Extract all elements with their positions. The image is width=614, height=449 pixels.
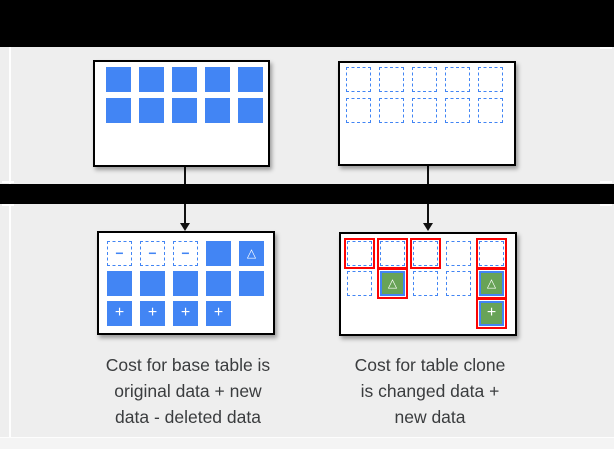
caption-base-table-cost: Cost for base table is original data + n… xyxy=(68,352,308,430)
table-clone-original-box xyxy=(338,61,516,166)
bottom-light-strip xyxy=(0,437,614,449)
arrow-head-left-icon xyxy=(180,223,190,231)
minus-icon: − xyxy=(148,244,157,261)
bottom-right-cell-dashed xyxy=(410,238,441,269)
edge-tick xyxy=(600,46,612,49)
bottom-left-cell-solid-plus: + xyxy=(206,301,231,326)
top-right-cell-dashed xyxy=(412,98,437,123)
bottom-left-cell-solid-plus: + xyxy=(140,301,165,326)
bottom-right-cell-green-plus: + xyxy=(476,298,507,329)
middle-black-bar xyxy=(0,184,614,204)
top-left-cell-solid xyxy=(205,98,230,123)
base-table-original-box xyxy=(93,60,270,167)
minus-icon: − xyxy=(181,244,190,261)
top-left-cell-solid xyxy=(238,67,263,92)
top-left-cell-solid xyxy=(172,67,197,92)
bottom-left-cell-solid-plus: + xyxy=(173,301,198,326)
bottom-left-cell-dashed-minus: − xyxy=(107,241,132,266)
top-left-cell-solid xyxy=(106,98,131,123)
top-right-cell-dashed xyxy=(346,67,371,92)
table-clone-cost-box: △ △ + xyxy=(339,232,517,336)
top-right-cell-dashed xyxy=(478,67,503,92)
bottom-left-cell-solid xyxy=(107,271,132,296)
bottom-right-cell-green-triangle: △ xyxy=(476,268,507,299)
bottom-left-cell-dashed-minus: − xyxy=(173,241,198,266)
bottom-left-cell-solid xyxy=(173,271,198,296)
caption-line: Cost for base table is xyxy=(105,355,271,375)
bottom-right-cell-dashed xyxy=(347,271,372,296)
top-black-bar xyxy=(0,0,614,47)
bottom-left-cell-solid xyxy=(206,241,231,266)
triangle-icon: △ xyxy=(486,275,497,290)
top-right-cell-dashed xyxy=(478,98,503,123)
bottom-left-cell-solid xyxy=(206,271,231,296)
plus-icon: + xyxy=(486,303,497,321)
bottom-right-cell-dashed xyxy=(476,238,507,269)
top-right-cell-dashed xyxy=(346,98,371,123)
bottom-left-cell-solid xyxy=(140,271,165,296)
top-right-cell-dashed xyxy=(379,67,404,92)
edge-tick xyxy=(2,203,14,206)
top-left-cell-solid xyxy=(172,98,197,123)
minus-icon: − xyxy=(115,244,124,261)
top-left-cell-solid xyxy=(238,98,263,123)
caption-line: Cost for table clone xyxy=(354,355,506,375)
caption-line: original data + new xyxy=(114,381,262,401)
bottom-right-cell-green-triangle: △ xyxy=(377,268,408,299)
edge-tick xyxy=(2,181,14,183)
caption-table-clone-cost: Cost for table clone is changed data + n… xyxy=(310,352,550,430)
top-right-cell-dashed xyxy=(445,67,470,92)
bottom-right-cell-dashed xyxy=(446,241,471,266)
left-edge-highlight xyxy=(9,47,11,437)
bottom-right-cell-dashed xyxy=(344,238,375,269)
edge-tick xyxy=(600,181,612,183)
caption-line: is changed data + xyxy=(360,381,500,401)
top-right-cell-dashed xyxy=(445,98,470,123)
top-right-cell-dashed xyxy=(412,67,437,92)
plus-icon: + xyxy=(114,303,125,321)
bottom-left-cell-solid-triangle: △ xyxy=(239,241,264,266)
bottom-left-cell-dashed-minus: − xyxy=(140,241,165,266)
caption-line: new data xyxy=(394,407,466,427)
bottom-right-cell-dashed xyxy=(413,271,438,296)
triangle-icon: △ xyxy=(387,275,398,290)
bottom-right-cell-dashed xyxy=(377,238,408,269)
top-left-cell-solid xyxy=(139,67,164,92)
edge-tick xyxy=(600,203,612,206)
plus-icon: + xyxy=(147,303,158,321)
top-left-cell-solid xyxy=(139,98,164,123)
top-left-cell-solid xyxy=(205,67,230,92)
plus-icon: + xyxy=(213,303,224,321)
arrow-head-right-icon xyxy=(423,223,433,231)
bottom-left-cell-solid xyxy=(239,271,264,296)
plus-icon: + xyxy=(180,303,191,321)
base-table-cost-box: − − − △ + + + + xyxy=(97,231,275,335)
triangle-icon: △ xyxy=(246,245,257,260)
bottom-left-cell-solid-plus: + xyxy=(107,301,132,326)
bottom-right-cell-dashed xyxy=(446,271,471,296)
top-left-cell-solid xyxy=(106,67,131,92)
top-right-cell-dashed xyxy=(379,98,404,123)
caption-line: data - deleted data xyxy=(115,407,261,427)
